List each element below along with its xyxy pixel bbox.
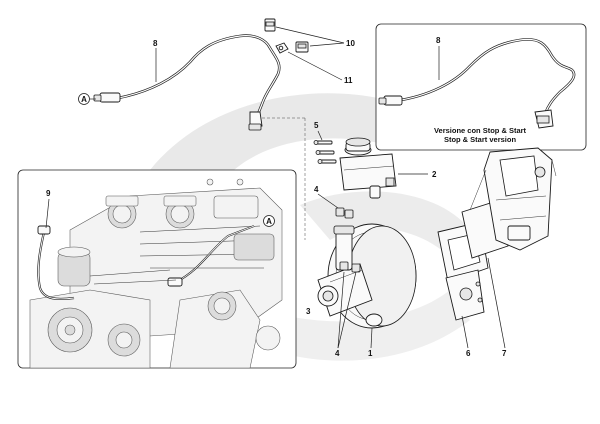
svg-text:A: A — [81, 95, 87, 104]
reference-marker-a-left: A — [78, 93, 96, 105]
callout-5: 5 — [314, 121, 319, 130]
callout-4-bottom: 4 — [335, 349, 340, 358]
callout-3: 3 — [306, 307, 311, 316]
brake-booster-1 — [317, 223, 417, 329]
callout-6: 6 — [466, 349, 471, 358]
leader-4-bottom-b — [337, 271, 357, 349]
callout-4-top: 4 — [314, 185, 319, 194]
leader-4-top — [317, 193, 339, 209]
stop-start-inset — [375, 23, 587, 151]
leader-7 — [487, 257, 506, 349]
callout-2: 2 — [432, 170, 437, 179]
leader-4-bottom-a — [337, 271, 345, 349]
pins-5 — [313, 140, 337, 164]
leader-5 — [317, 130, 323, 141]
inset-caption-en: Stop & Start version — [444, 135, 517, 144]
vacuum-pipe-8 — [93, 34, 281, 131]
callout-9: 9 — [46, 189, 51, 198]
leader-9 — [45, 198, 50, 229]
svg-text:A: A — [266, 217, 272, 226]
pedal-bracket-7 — [461, 147, 557, 259]
guide-lines — [262, 117, 306, 240]
clip-10 — [264, 18, 309, 53]
callout-1: 1 — [368, 349, 373, 358]
leader-11 — [287, 51, 343, 81]
callout-8-main: 8 — [153, 39, 158, 48]
engine-inset — [17, 169, 297, 369]
seals-4-top — [335, 207, 354, 219]
callout-8-inset: 8 — [436, 36, 441, 45]
inset-caption-it: Versione con Stop & Start — [434, 126, 527, 135]
callout-10: 10 — [346, 39, 355, 48]
leader-6 — [461, 315, 469, 349]
leader-10a — [309, 42, 345, 47]
brake-fluid-reservoir-2 — [339, 137, 397, 199]
callout-11: 11 — [344, 76, 353, 85]
callout-7: 7 — [502, 349, 507, 358]
reference-marker-a-engine: A — [263, 215, 275, 227]
leader-10b — [275, 26, 345, 44]
clip-11 — [275, 42, 289, 54]
leader-1 — [370, 327, 373, 349]
